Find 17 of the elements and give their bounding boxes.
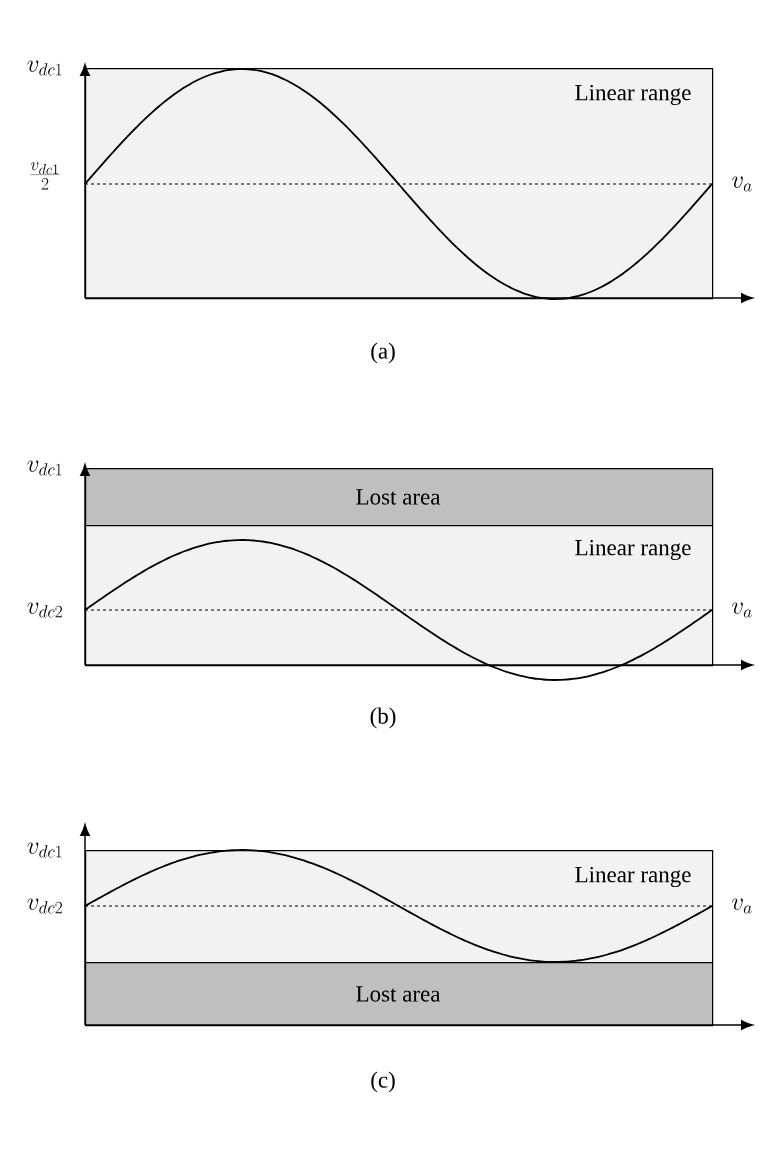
axis-label: $v_{dc2}$ — [27, 602, 62, 618]
axis-label: $v_{dc1}$ — [27, 60, 62, 76]
panel-caption: (a) — [371, 342, 395, 364]
range-box: Linear range — [85, 68, 714, 300]
lost-area-box: Lost area — [85, 468, 714, 527]
axis-label: $v_{dc1}$ — [27, 842, 62, 858]
axis-label: $v_a$ — [732, 898, 752, 914]
panel-caption: (c) — [371, 1071, 395, 1093]
axis-label: $v_a$ — [732, 176, 752, 192]
axis-label: $v_a$ — [732, 602, 752, 618]
range-box: Linear range — [85, 850, 714, 964]
panel-caption: (b) — [370, 707, 396, 729]
range-box: Linear range — [85, 525, 714, 667]
lost-area-box: Lost area — [85, 962, 714, 1027]
axis-label: $\frac{v_{dc1}}{2}$ — [30, 162, 60, 190]
axis-label: $v_{dc1}$ — [27, 460, 62, 476]
axis-label: $v_{dc2}$ — [27, 898, 62, 914]
